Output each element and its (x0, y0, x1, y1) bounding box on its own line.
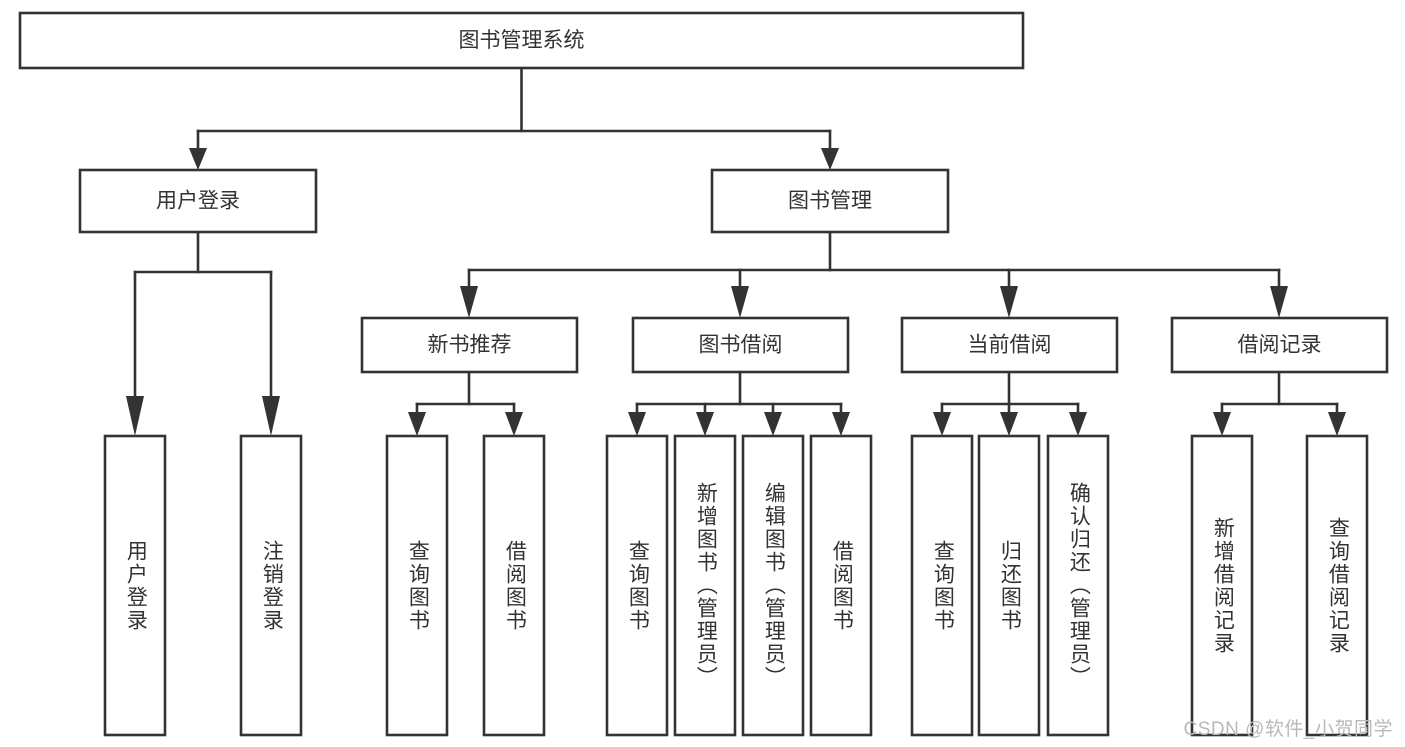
node-box-root[interactable] (18, 11, 1025, 70)
node-box-current-borrow[interactable] (900, 316, 1119, 374)
arrowhead-leaf-cb-1 (1000, 412, 1018, 436)
connector-group-new-book-recommend (408, 370, 523, 436)
arrowhead-leaf-br-0 (1213, 412, 1231, 436)
leaf-box-bb-0[interactable] (605, 434, 669, 737)
connector-group-current-borrow (933, 370, 1087, 436)
connector-group-book-borrow (628, 370, 850, 436)
connector-group-root (189, 66, 839, 170)
node-label-new-book-recommend: 新书推荐 (428, 334, 512, 357)
arrowhead-leaf-bb-0 (628, 412, 646, 436)
arrowhead-user-login (189, 148, 207, 170)
node-label-borrow-record: 借阅记录 (1238, 334, 1322, 357)
arrowhead-current-borrow (1000, 286, 1018, 318)
leaf-box-bb-3[interactable] (809, 434, 873, 737)
node-box-new-book-recommend[interactable] (360, 316, 579, 374)
node-label-root: 图书管理系统 (459, 29, 585, 52)
node-label-current-borrow: 当前借阅 (968, 334, 1052, 357)
node-label-user-login: 用户登录 (156, 190, 240, 213)
leaf-box-cb-1[interactable] (977, 434, 1041, 737)
leaf-box-br-0[interactable] (1190, 434, 1254, 737)
node-box-book-management[interactable] (710, 168, 950, 234)
arrowhead-leaf-br-1 (1328, 412, 1346, 436)
leaf-box-cb-2[interactable] (1046, 434, 1110, 737)
leaf-box-bb-1[interactable] (673, 434, 737, 737)
arrowhead-book-mgmt (821, 148, 839, 170)
leaf-box-nbr-0[interactable] (385, 434, 449, 737)
connector-group-book-mgmt (460, 230, 1288, 318)
leaf-box-user-login-1[interactable] (239, 434, 303, 737)
node-box-user-login[interactable] (78, 168, 318, 234)
arrowhead-book-borrow (731, 286, 749, 318)
arrowhead-leaf-user-login-0 (126, 396, 144, 436)
arrowhead-leaf-nbr-1 (505, 412, 523, 436)
node-box-book-borrow[interactable] (631, 316, 850, 374)
arrowhead-leaf-bb-3 (832, 412, 850, 436)
connector-group-borrow-record (1213, 370, 1346, 436)
arrowhead-new-book-recommend (460, 286, 478, 318)
leaf-box-nbr-1[interactable] (482, 434, 546, 737)
arrowhead-leaf-user-login-1 (262, 396, 280, 436)
leaf-box-br-1[interactable] (1305, 434, 1369, 737)
node-label-book-borrow: 图书借阅 (699, 334, 783, 357)
leaf-box-cb-0[interactable] (910, 434, 974, 737)
arrowhead-leaf-cb-0 (933, 412, 951, 436)
arrowhead-leaf-cb-2 (1069, 412, 1087, 436)
arrowhead-leaf-bb-2 (764, 412, 782, 436)
arrowhead-leaf-bb-1 (696, 412, 714, 436)
connector-group-user-login (126, 230, 280, 436)
watermark-text: CSDN @软件_小贺同学 (1183, 719, 1393, 740)
leaf-box-bb-2[interactable] (741, 434, 805, 737)
arrowhead-borrow-record (1270, 286, 1288, 318)
node-box-borrow-record[interactable] (1170, 316, 1389, 374)
node-label-book-management: 图书管理 (788, 190, 872, 213)
leaf-box-user-login-0[interactable] (103, 434, 167, 737)
arrowhead-leaf-nbr-0 (408, 412, 426, 436)
